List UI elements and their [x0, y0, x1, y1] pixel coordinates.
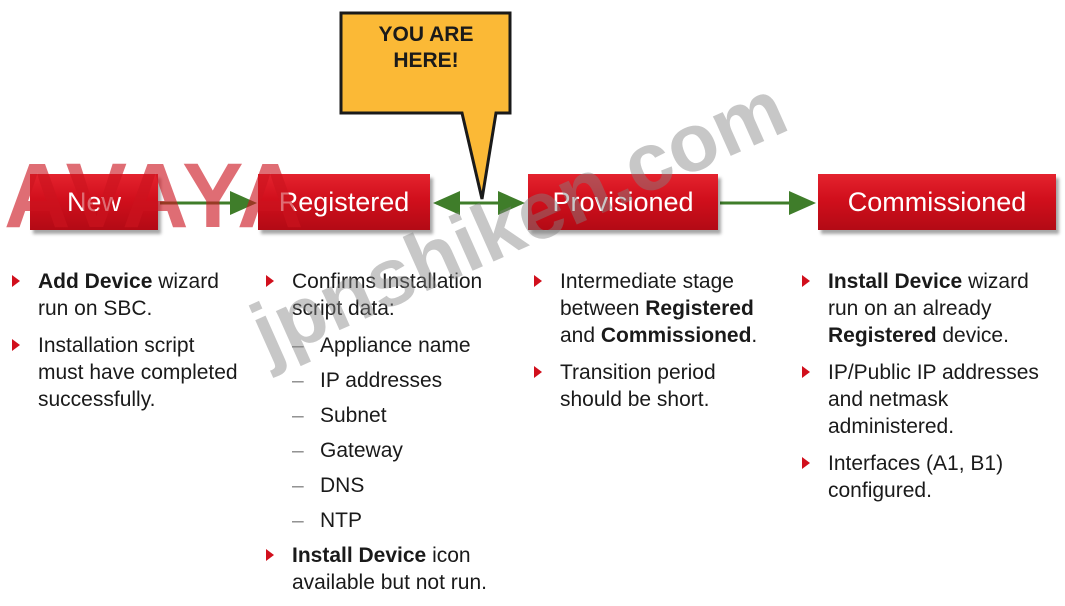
list-item: Transition period should be short.	[530, 359, 780, 413]
bullet-triangle-icon	[534, 275, 542, 287]
bold-text: Commissioned	[600, 324, 752, 347]
stage-new: New	[30, 174, 158, 230]
sub-item-text: Appliance name	[320, 334, 471, 357]
bullet-text: Interfaces (A1, B1) configured.	[828, 452, 1004, 502]
bold-text: Install Device	[828, 270, 963, 293]
dash-icon: –	[292, 509, 304, 532]
dash-icon: –	[292, 369, 304, 392]
bullet-text: Installation script must have completed …	[38, 334, 238, 411]
bullet-text: icon available but not run.	[292, 544, 487, 594]
list-item: Install Device wizard run on an already …	[798, 268, 1060, 349]
bullet-text: Confirms Installation script data:	[292, 270, 483, 320]
sub-list-item: –DNS	[262, 472, 512, 499]
sub-list-item: –Gateway	[262, 437, 512, 464]
callout-line-2: HERE!	[393, 49, 459, 72]
sub-item-text: Gateway	[320, 439, 403, 462]
bullet-triangle-icon	[266, 549, 274, 561]
list-item: Install Device icon available but not ru…	[262, 542, 512, 596]
sub-item-text: DNS	[320, 474, 365, 497]
column-provisioned: Intermediate stage between Registered an…	[530, 268, 780, 423]
bullet-triangle-icon	[802, 275, 810, 287]
bullet-text: .	[751, 324, 758, 347]
stage-provisioned: Provisioned	[528, 174, 718, 230]
column-new: Add Device wizard run on SBC. Installati…	[8, 268, 240, 423]
bold-text: Install Device	[292, 544, 427, 567]
column-commissioned: Install Device wizard run on an already …	[798, 268, 1060, 514]
sub-item-text: IP addresses	[320, 369, 443, 392]
bullet-text: wizard run on an already	[828, 270, 1029, 320]
bullet-text: device.	[936, 324, 1009, 347]
dash-icon: –	[292, 404, 304, 427]
sub-list-item: –Appliance name	[262, 332, 512, 359]
bullet-triangle-icon	[12, 339, 20, 351]
bold-text: Add Device	[38, 270, 153, 293]
bullet-triangle-icon	[802, 457, 810, 469]
stage-commissioned: Commissioned	[818, 174, 1056, 230]
bullet-triangle-icon	[802, 366, 810, 378]
dash-icon: –	[292, 334, 304, 357]
stage-registered: Registered	[258, 174, 430, 230]
bullet-text: IP/Public IP addresses and netmask admin…	[828, 361, 1039, 438]
sub-list-item: –Subnet	[262, 402, 512, 429]
sub-item-text: Subnet	[320, 404, 387, 427]
sub-item-text: NTP	[320, 509, 362, 532]
bullet-text: Intermediate stage between	[560, 270, 734, 320]
bullet-triangle-icon	[534, 366, 542, 378]
list-item: Confirms Installation script data:	[262, 268, 512, 322]
column-registered: Confirms Installation script data: –Appl…	[262, 268, 512, 606]
dash-icon: –	[292, 474, 304, 497]
bullet-text: Transition period should be short.	[560, 361, 716, 411]
bullet-text: and	[560, 324, 601, 347]
bullet-triangle-icon	[266, 275, 274, 287]
dash-icon: –	[292, 439, 304, 462]
bullet-triangle-icon	[12, 275, 20, 287]
list-item: IP/Public IP addresses and netmask admin…	[798, 359, 1060, 440]
list-item: Interfaces (A1, B1) configured.	[798, 450, 1060, 504]
bold-text: Registered	[645, 297, 754, 320]
bullet-text: wizard run on SBC.	[38, 270, 219, 320]
list-item: Installation script must have completed …	[8, 332, 240, 413]
bold-text: Registered	[828, 324, 937, 347]
list-item: Intermediate stage between Registered an…	[530, 268, 780, 349]
callout-line-1: YOU ARE	[378, 23, 474, 46]
sub-list-item: –IP addresses	[262, 367, 512, 394]
list-item: Add Device wizard run on SBC.	[8, 268, 240, 322]
sub-list-item: –NTP	[262, 507, 512, 534]
callout-text: YOU ARE HERE!	[340, 22, 512, 74]
